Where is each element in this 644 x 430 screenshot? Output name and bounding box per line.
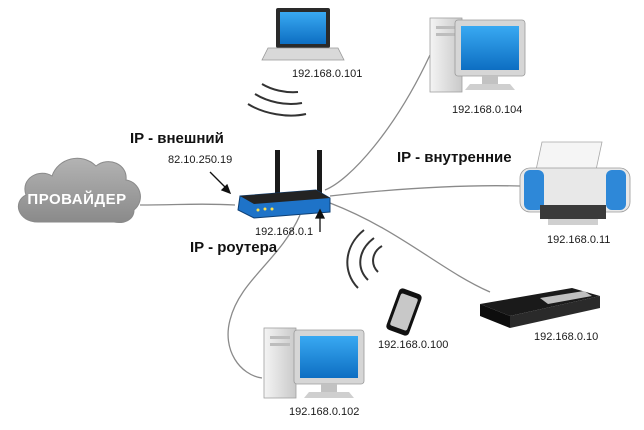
wifi-waves-bottom [346, 229, 383, 289]
ip-router-value: 192.168.0.1 [255, 226, 313, 238]
pc-top-right-ip: 192.168.0.104 [452, 104, 522, 116]
printer-ip: 192.168.0.11 [547, 234, 610, 246]
cable-router-pc-top [324, 54, 431, 191]
ip-external-value: 82.10.250.19 [168, 154, 232, 166]
smartphone [386, 288, 422, 336]
phone-ip: 192.168.0.100 [378, 339, 448, 351]
provider-cloud: ПРОВАЙДЕР [17, 157, 141, 223]
cable-provider-router [139, 203, 236, 206]
cloud-label: ПРОВАЙДЕР [27, 190, 126, 208]
cable-router-pc-bottom [227, 214, 301, 379]
ip-internal-label: IP - внутренние [397, 149, 512, 166]
wifi-waves-top [247, 83, 307, 117]
arrows [209, 171, 326, 232]
console-ip: 192.168.0.10 [534, 331, 598, 343]
router [237, 150, 331, 219]
pc-bottom-ip: 192.168.0.102 [289, 406, 359, 418]
laptop-top [261, 8, 345, 61]
game-console [480, 288, 600, 328]
pc-bottom [263, 327, 365, 399]
ip-router-label: IP - роутера [190, 239, 278, 256]
cable-router-printer [329, 185, 521, 197]
laptop-top-ip: 192.168.0.101 [292, 68, 362, 80]
printer [519, 141, 631, 225]
ip-external-label: IP - внешний [130, 130, 224, 147]
pc-top-right [429, 17, 526, 93]
cable-router-console [329, 202, 491, 293]
cables [139, 54, 521, 379]
